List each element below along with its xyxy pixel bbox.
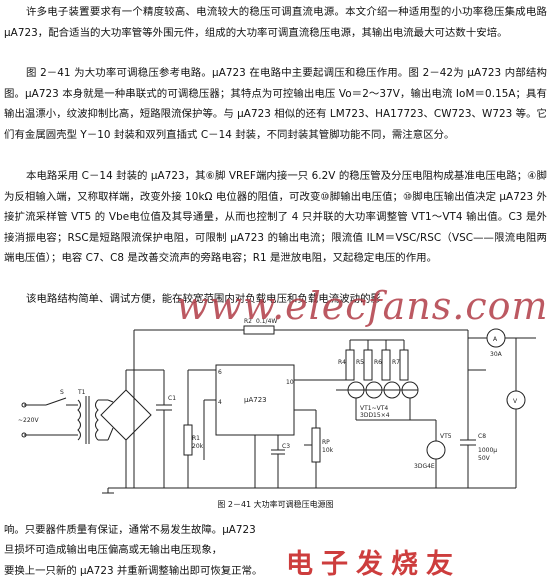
label-vt5: VT5 [440,433,452,440]
label-ammeter: A [493,336,498,343]
paragraph-tail-line-1: 响。只要器件质量有保证，通常不易发生故障。μA723 [4,524,256,536]
label-r6: R6 [374,359,382,366]
label-rp-value: 10k [322,447,334,454]
label-mains: ~220V [18,417,39,424]
label-pin10: 10 [286,379,294,386]
label-ammeter-range: 30A [490,351,503,358]
label-c1: C1 [168,395,176,402]
label-r7: R7 [392,359,400,366]
paragraph-tail-line-2: 旦损坏可造成输出电压偏高或无输出电压现象， [4,544,223,556]
label-pin6: 6 [218,369,222,376]
label-c3: C3 [282,443,290,450]
label-r4: R4 [338,359,346,366]
paragraph-summary-start: 该电路结构简单、调试方便，能在较宽范围内对负载电压和负载电流波动的影 [26,293,381,305]
label-pin4: 4 [218,399,222,406]
label-r1: R1 [192,435,200,442]
label-r2: R2 [244,318,252,325]
paragraph-intro: 许多电子装置要求有一个精度较高、电流较大的稳压可调直流电源。本文介绍一种适用型的… [4,6,547,39]
label-r2-value: 0.1/4W [256,318,277,325]
watermark-brand: 电子发烧友 [286,549,461,580]
label-c8-value: 1000μ [478,447,497,454]
label-c8-voltage: 50V [478,455,491,462]
label-ic: μA723 [244,396,267,404]
label-r1-value: 20k [192,443,204,450]
label-c8: C8 [478,433,486,440]
label-vt-array: VT1~VT4 [360,405,388,412]
circuit-schematic: ~220V S T1 C1 R1 20k μA723 6 4 10 C3 R2 … [18,318,536,494]
paragraph-circuit-detail: 本电路采用 C－14 封装的 μA723，其⑥脚 VREF端内接一只 6.2V … [4,170,547,264]
label-switch: S [60,389,64,396]
label-transformer: T1 [77,389,86,396]
figure-caption: 图 2－41 大功率可调稳压电源图 [217,500,334,509]
label-voltmeter: V [513,398,518,405]
label-r5: R5 [356,359,364,366]
paragraph-tail-line-3: 要换上一只新的 μA723 并重新调整输出即可恢复正常。 [4,565,263,577]
label-vt-model: 3DD15×4 [360,412,390,419]
label-rp: RP [322,439,330,446]
paragraph-figure-description: 图 2－41 为大功率可调稳压参考电路。μA723 在电路中主要起调压和稳压作用… [4,67,547,141]
label-vt5-model: 3DG4E [414,463,435,470]
